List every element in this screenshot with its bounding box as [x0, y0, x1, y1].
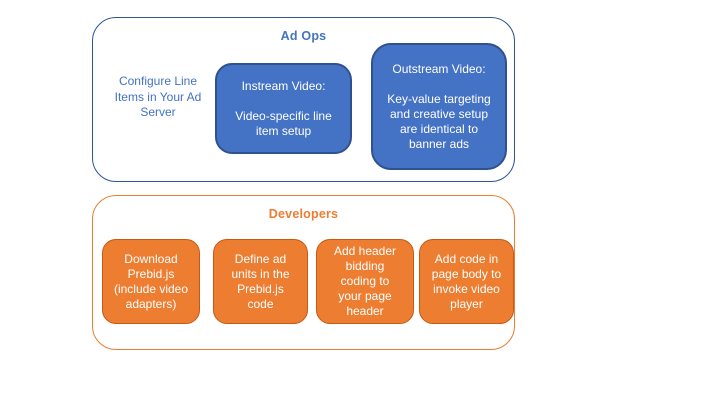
step-add-page-body-code-box: Add code in page body to invoke video pl… — [419, 239, 514, 324]
step-download-prebid-box: Download Prebid.js (include video adapte… — [102, 239, 200, 324]
step-define-ad-units-box: Define ad units in the Prebid.js code — [213, 239, 308, 324]
outstream-video-box: Outstream Video: Key-value targeting and… — [371, 43, 507, 170]
configure-line-items-note: Configure Line Items in Your Ad Server — [114, 74, 202, 119]
ad-ops-title: Ad Ops — [280, 29, 327, 43]
ad-ops-group: Ad Ops Configure Line Items in Your Ad S… — [92, 17, 515, 182]
instream-video-box: Instream Video: Video-specific line item… — [215, 63, 352, 154]
developers-group: Developers Download Prebid.js (include v… — [92, 195, 515, 350]
developers-title: Developers — [268, 207, 339, 221]
step-add-header-bidding-box: Add header bidding coding to your page h… — [316, 239, 414, 324]
